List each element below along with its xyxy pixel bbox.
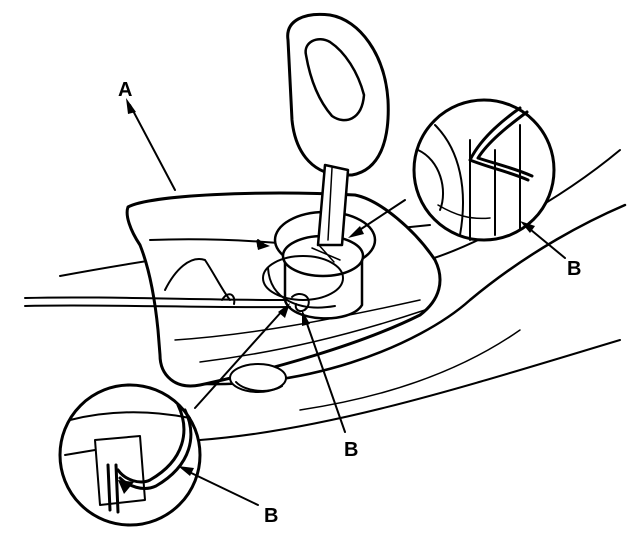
detail-circle-upper xyxy=(412,98,556,242)
ignition-key xyxy=(286,12,390,247)
direction-arrow xyxy=(256,240,270,250)
spring-wire-center xyxy=(24,293,310,312)
label-b-center: B xyxy=(344,439,358,461)
label-a-cover: A xyxy=(118,79,132,101)
label-b-lower: B xyxy=(264,505,278,527)
leader-lines xyxy=(126,98,566,506)
label-b-upper: B xyxy=(567,258,581,280)
detail-circle-lower xyxy=(58,383,202,527)
lock-cylinder xyxy=(257,210,377,320)
